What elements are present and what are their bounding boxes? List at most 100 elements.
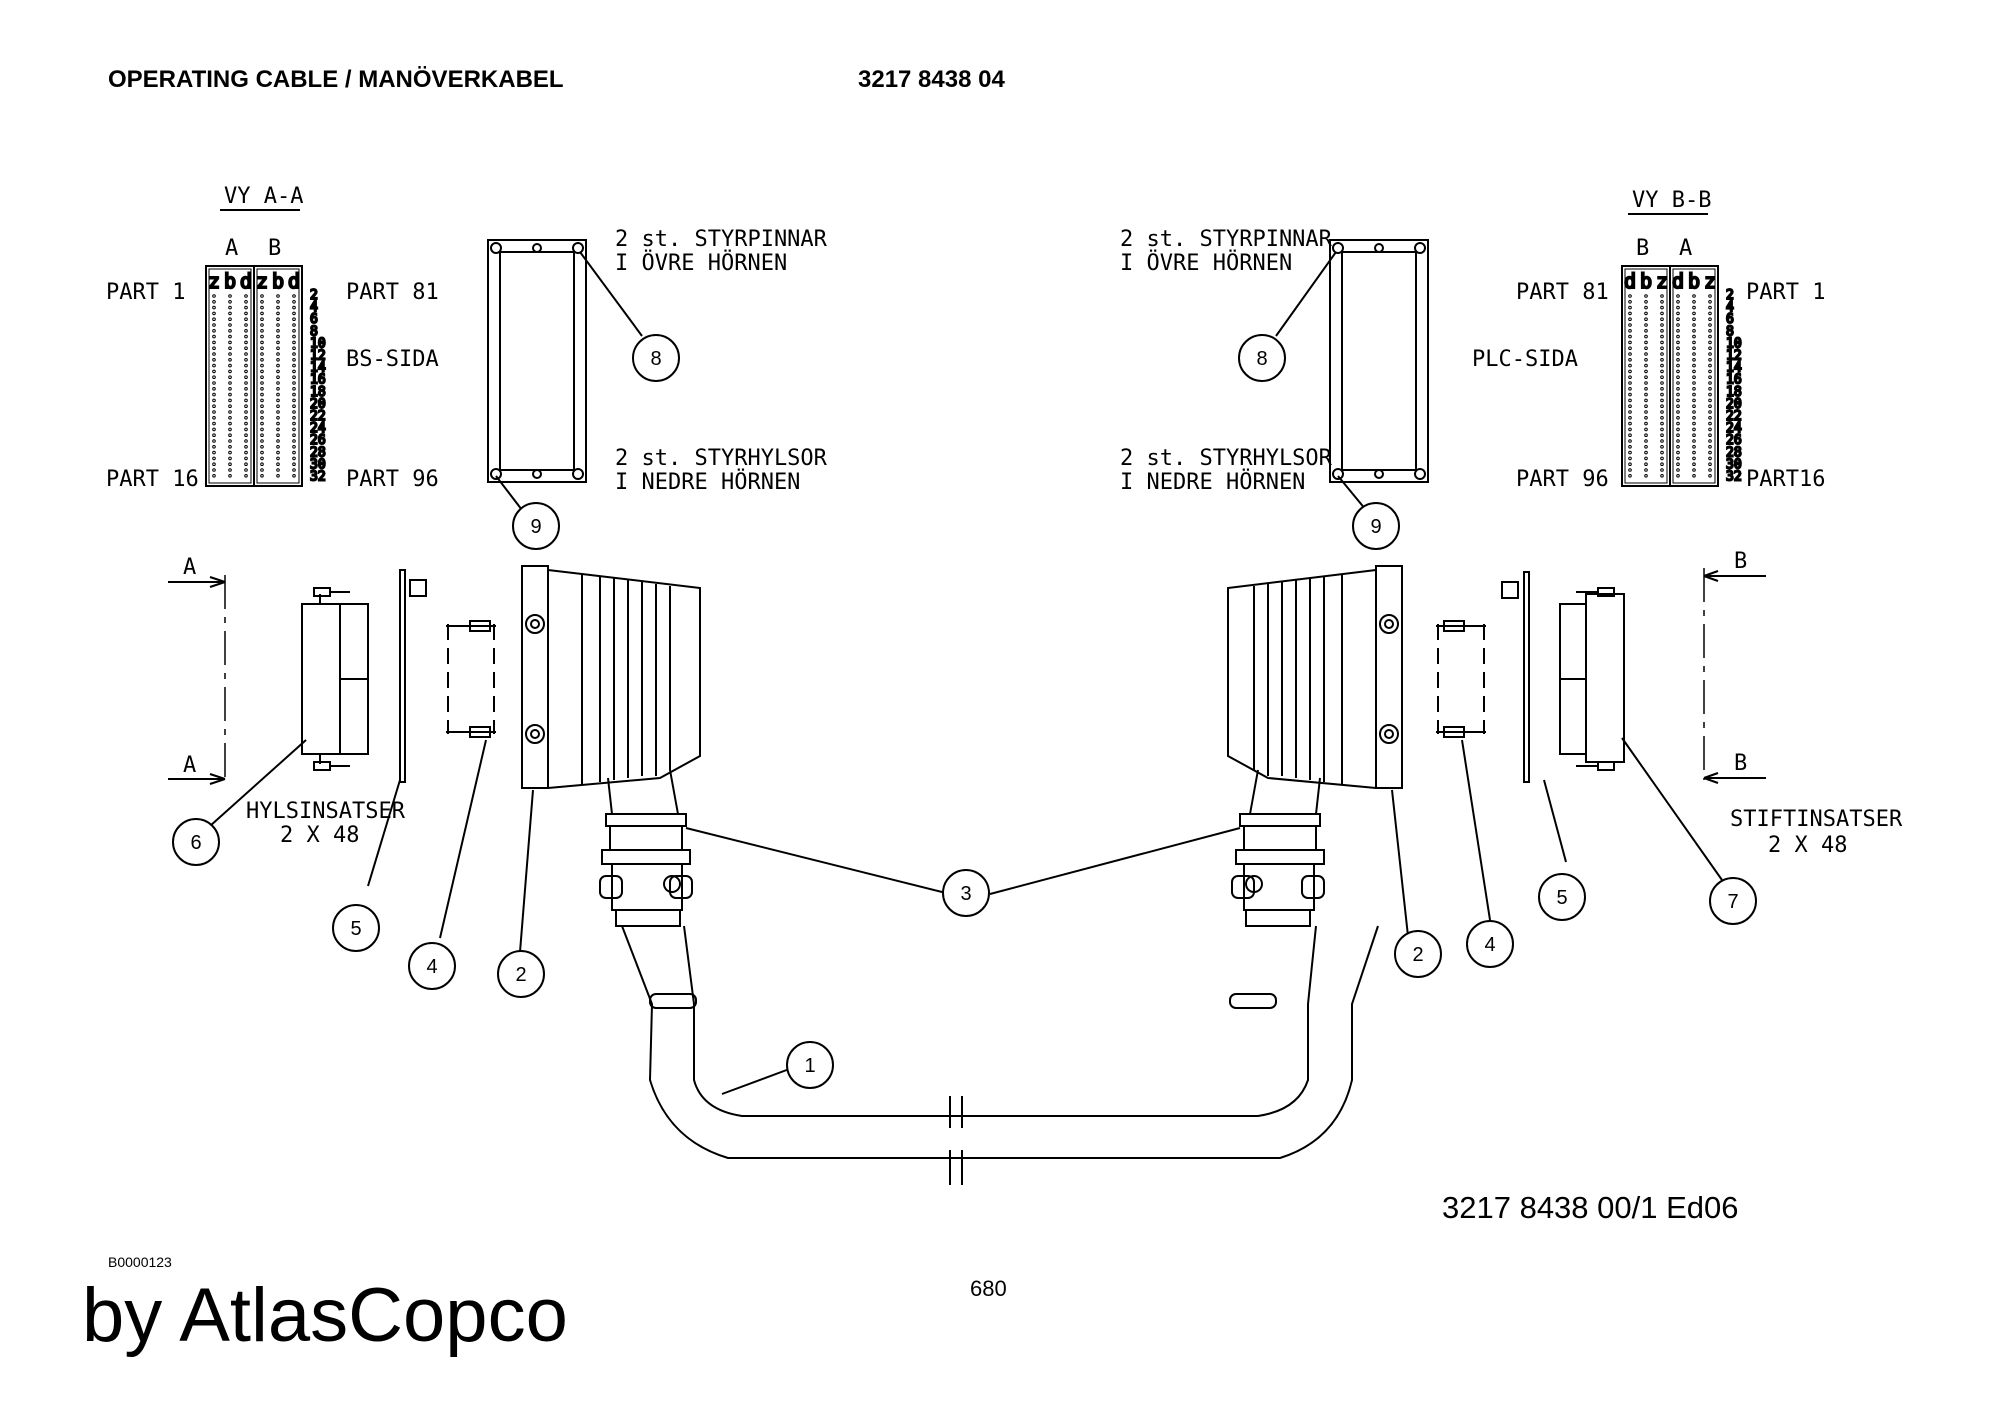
right-pin-dot bbox=[1676, 474, 1680, 478]
right-part-16: PART16 bbox=[1746, 467, 1825, 492]
left-part-96: PART 96 bbox=[346, 467, 439, 492]
right-pin-dot bbox=[1628, 369, 1632, 374]
left-pin-dot bbox=[260, 410, 264, 414]
left-row-number: 10 bbox=[310, 336, 326, 351]
left-pin-dot bbox=[276, 369, 280, 374]
right-row-number: 26 bbox=[1726, 433, 1742, 448]
left-pin-dot bbox=[276, 334, 280, 339]
left-pin-dot bbox=[228, 445, 232, 449]
left-view-label: VY A-A bbox=[224, 184, 303, 209]
right-pin-dot bbox=[1708, 334, 1712, 339]
right-column-letter: z bbox=[1656, 269, 1668, 293]
right-pin-dot bbox=[1676, 410, 1680, 414]
right-pin-dot bbox=[1692, 317, 1696, 322]
right-pin-dot bbox=[1660, 294, 1664, 298]
left-pin-dot bbox=[228, 305, 232, 310]
right-pin-dot bbox=[1660, 421, 1664, 426]
right-pin-dot bbox=[1708, 381, 1712, 385]
right-pin-dot bbox=[1692, 334, 1696, 339]
left-pin-dot bbox=[244, 358, 248, 362]
left-pin-dot bbox=[260, 416, 264, 420]
right-frame-plate bbox=[1275, 239, 1429, 511]
left-pin-dot bbox=[228, 421, 232, 426]
left-pin-dot bbox=[228, 323, 232, 327]
right-pin-dot bbox=[1660, 323, 1664, 327]
left-pin-dot bbox=[212, 462, 216, 467]
right-pin-dot bbox=[1676, 329, 1680, 333]
right-view-label: VY B-B bbox=[1632, 188, 1711, 213]
callout-1: 1 bbox=[804, 1055, 815, 1077]
right-pin-dot bbox=[1692, 387, 1696, 391]
right-pin-dot bbox=[1660, 340, 1664, 345]
left-pin-dot bbox=[292, 462, 296, 467]
right-pin-dot bbox=[1644, 416, 1648, 420]
left-pins-note-1: 2 st. STYRPINNAR bbox=[615, 227, 828, 252]
right-pin-dot bbox=[1644, 398, 1648, 403]
left-pin-dot bbox=[244, 398, 248, 403]
left-pin-dot bbox=[292, 421, 296, 426]
left-pin-dot bbox=[260, 294, 264, 298]
left-sleeves-note-1: 2 st. STYRHYLSOR bbox=[615, 446, 828, 471]
left-pin-dot bbox=[244, 450, 248, 455]
right-pin-dot bbox=[1628, 404, 1632, 409]
left-section-mark-top: A bbox=[183, 555, 196, 580]
right-pin-dot bbox=[1676, 311, 1680, 316]
left-pin-dot bbox=[276, 387, 280, 391]
right-pin-dot bbox=[1708, 450, 1712, 455]
left-pin-dot bbox=[292, 305, 296, 310]
socket-inserts-note-2: 2 X 48 bbox=[280, 823, 359, 848]
right-pin-dot bbox=[1660, 410, 1664, 414]
left-row-number: 2 bbox=[310, 288, 318, 303]
right-pin-dot bbox=[1692, 369, 1696, 374]
left-pin-dot bbox=[276, 352, 280, 356]
page-title: OPERATING CABLE / MANÖVERKABEL bbox=[108, 66, 564, 93]
left-pin-dot bbox=[292, 427, 296, 432]
left-pin-dot bbox=[276, 305, 280, 310]
right-pin-dot bbox=[1644, 392, 1648, 397]
right-pin-dot bbox=[1660, 352, 1664, 356]
right-pin-dot bbox=[1692, 329, 1696, 333]
left-pin-dot bbox=[292, 456, 296, 461]
right-pin-dot bbox=[1644, 352, 1648, 356]
right-pin-dot bbox=[1692, 363, 1696, 368]
right-pin-dot bbox=[1660, 311, 1664, 316]
document-code: B0000123 bbox=[108, 1254, 172, 1270]
left-part-81: PART 81 bbox=[346, 280, 439, 305]
left-row-number: 30 bbox=[310, 457, 326, 472]
left-pin-dot bbox=[276, 427, 280, 432]
right-pin-dot bbox=[1628, 305, 1632, 310]
left-pin-dot bbox=[244, 468, 248, 472]
left-column-letter: z bbox=[208, 269, 220, 293]
left-pin-dot bbox=[276, 381, 280, 385]
right-pin-dot bbox=[1644, 294, 1648, 298]
right-pin-dot bbox=[1676, 445, 1680, 449]
right-pin-dot bbox=[1676, 398, 1680, 403]
right-pin-dot bbox=[1628, 358, 1632, 362]
right-pin-dot bbox=[1628, 375, 1632, 380]
left-pin-dot bbox=[276, 300, 280, 304]
right-row-number: 10 bbox=[1726, 336, 1742, 351]
left-pin-dot bbox=[244, 381, 248, 385]
right-pin-dot bbox=[1692, 433, 1696, 438]
right-pin-dot bbox=[1708, 387, 1712, 391]
left-pin-dot bbox=[244, 427, 248, 432]
left-pin-dot bbox=[276, 468, 280, 472]
left-column-letter: b bbox=[224, 269, 236, 293]
left-pin-dot bbox=[212, 340, 216, 345]
socket-inserts-note-1: HYLSINSATSER bbox=[246, 799, 406, 824]
left-pin-dot bbox=[228, 392, 232, 397]
right-pin-dot bbox=[1628, 352, 1632, 356]
right-pin-dot bbox=[1644, 462, 1648, 467]
right-row-number: 16 bbox=[1726, 373, 1742, 388]
right-pin-dot bbox=[1708, 410, 1712, 414]
right-pin-dot bbox=[1628, 381, 1632, 385]
right-pin-dot bbox=[1676, 456, 1680, 461]
left-pin-dot bbox=[228, 329, 232, 333]
right-pin-dot bbox=[1660, 375, 1664, 380]
right-pin-dot bbox=[1708, 311, 1712, 316]
left-pin-dot bbox=[228, 369, 232, 374]
left-pin-dot bbox=[244, 300, 248, 304]
left-pin-dot bbox=[276, 410, 280, 414]
